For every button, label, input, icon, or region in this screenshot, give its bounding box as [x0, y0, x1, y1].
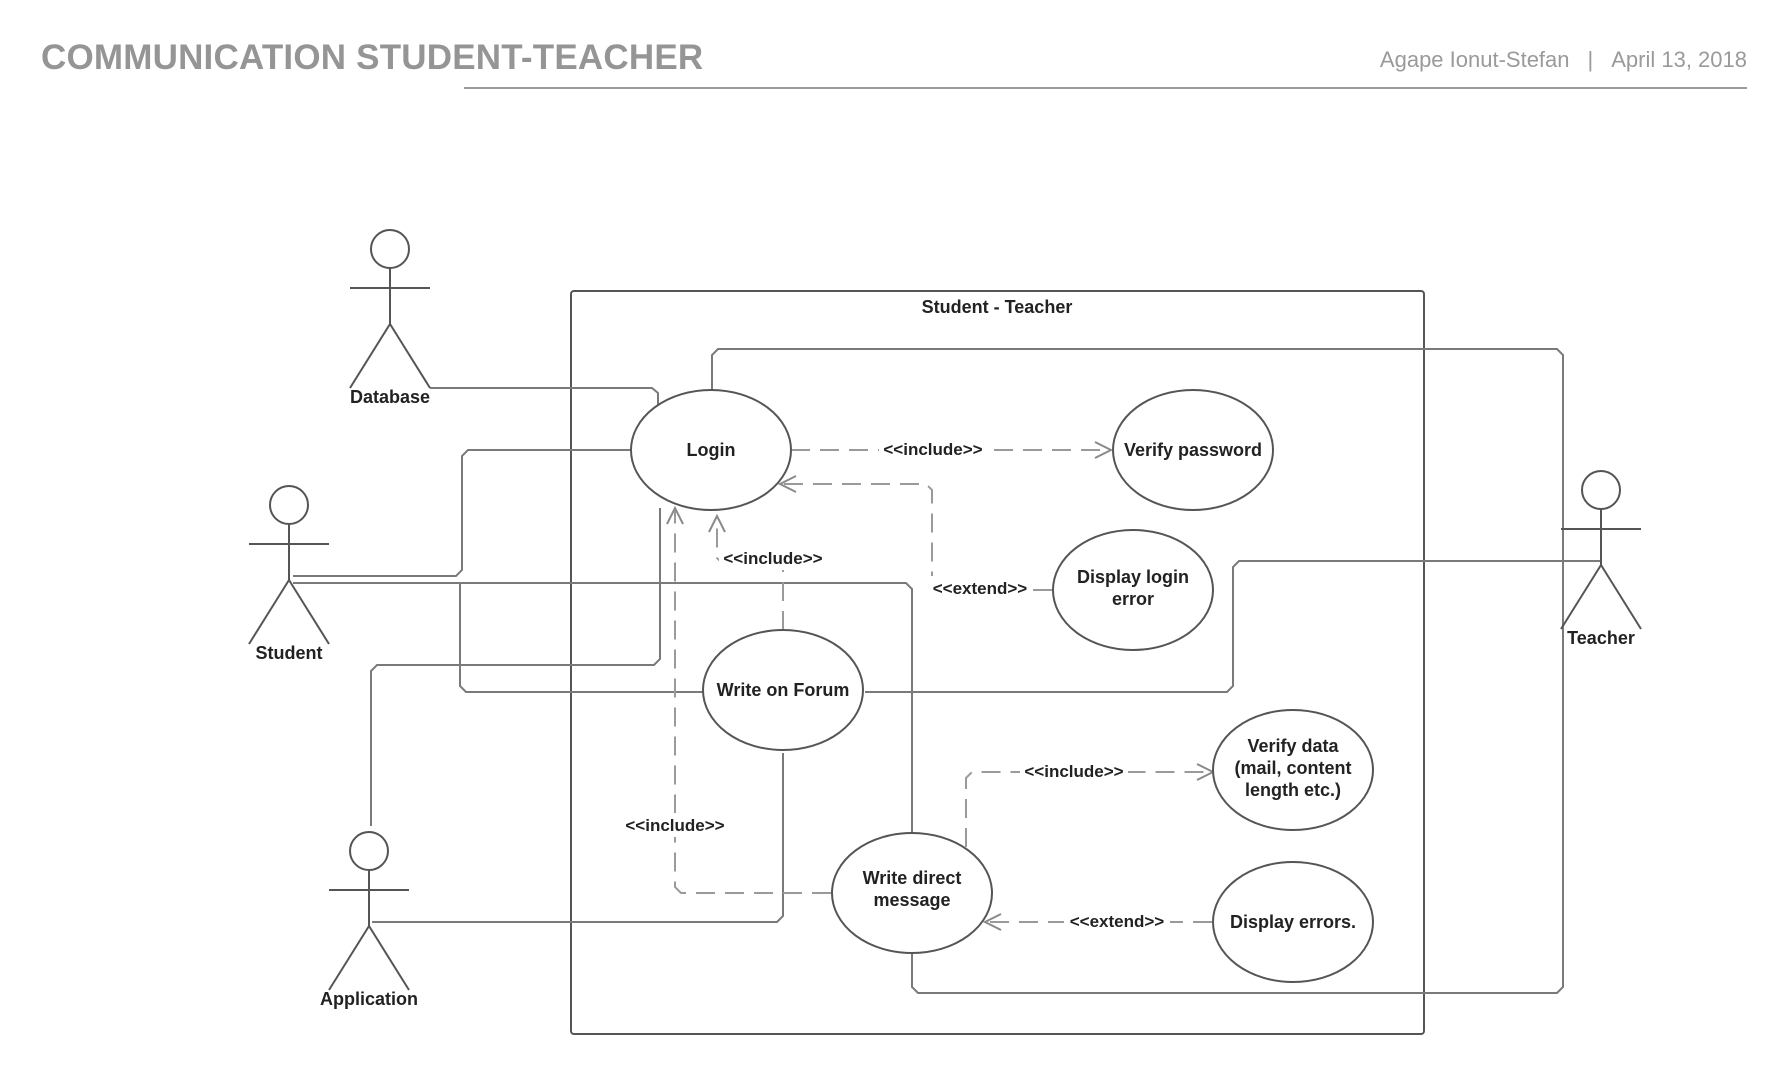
actor-teacher[interactable]: Teacher — [1560, 470, 1642, 648]
association-teacher-login — [711, 348, 1564, 994]
use-case-label-line1: Verify data — [1247, 736, 1339, 756]
label-include-login-verify-password: <<include>> — [879, 437, 987, 461]
label-include-write-direct-message-login: <<include>> — [621, 813, 729, 837]
svg-text:<<include>>: <<include>> — [625, 816, 724, 835]
use-case-label: Write on Forum — [717, 680, 850, 700]
use-case-display-errors[interactable]: Display errors. — [1212, 861, 1374, 983]
actor-student[interactable]: Student — [248, 485, 330, 663]
use-case-label-line2: message — [873, 890, 950, 910]
svg-text:Display errors.: Display errors. — [1230, 912, 1356, 932]
include-write-on-forum-login — [717, 516, 784, 630]
use-case-label: Verify password — [1124, 440, 1262, 460]
actor-application[interactable]: Application — [320, 831, 418, 1009]
author-name: Agape Ionut-Stefan — [1379, 47, 1570, 72]
relation-labels: <<include>> <<extend>> <<include>> <<inc… — [621, 437, 1170, 933]
association-student-write-direct-message — [293, 582, 913, 834]
use-case-label-line3: length etc.) — [1245, 780, 1341, 800]
diagram-title: COMMUNICATION STUDENT-TEACHER — [41, 38, 704, 77]
svg-text:<<extend>>: <<extend>> — [1070, 912, 1165, 931]
association-student-login — [293, 449, 631, 577]
svg-text:<<include>>: <<include>> — [883, 440, 982, 459]
actor-head — [269, 485, 309, 525]
use-case-verify-password[interactable]: Verify password — [1112, 389, 1274, 511]
title-underline — [464, 87, 1747, 89]
include-write-direct-message-verify-data — [965, 772, 1213, 847]
actor-label: Teacher — [1567, 628, 1635, 648]
association-teacher-write-on-forum — [865, 560, 1601, 693]
svg-text:<<include>>: <<include>> — [723, 549, 822, 568]
actor-head — [370, 229, 410, 269]
system-boundary-label: Student - Teacher — [922, 297, 1073, 317]
label-include-write-on-forum: <<include>> — [719, 546, 827, 570]
use-case-login[interactable]: Login — [630, 389, 792, 511]
extend-display-login-error-login — [780, 484, 1052, 591]
label-extend-display-login-error: <<extend>> — [927, 576, 1033, 600]
actor-database[interactable]: Database — [349, 229, 431, 407]
association-database-login — [430, 387, 659, 405]
use-case-label-line2: error — [1112, 589, 1154, 609]
use-case-label: Login — [687, 440, 736, 460]
svg-text:Login: Login — [687, 440, 736, 460]
use-case-label-line1: Write direct — [863, 868, 962, 888]
svg-text:<<include>>: <<include>> — [1024, 762, 1123, 781]
association-student-write-on-forum — [459, 583, 704, 693]
actor-label: Application — [320, 989, 418, 1009]
svg-text:Write on Forum: Write on Forum — [717, 680, 850, 700]
association-application-login — [370, 508, 661, 826]
system-boundary: Student - Teacher — [570, 290, 1425, 1035]
use-case-label: Display errors. — [1230, 912, 1356, 932]
use-case-label-line2: (mail, content — [1234, 758, 1351, 778]
actor-head — [349, 831, 389, 871]
svg-text:<<extend>>: <<extend>> — [933, 579, 1028, 598]
meta-separator: | — [1587, 47, 1594, 72]
diagram-meta: Agape Ionut-Stefan | April 13, 2018 — [1380, 47, 1747, 73]
actor-head — [1581, 470, 1621, 510]
use-case-label-line1: Display login — [1077, 567, 1189, 587]
label-extend-display-errors: <<extend>> — [1064, 909, 1170, 933]
association-application-write-on-forum — [372, 753, 784, 923]
actor-label: Student — [256, 643, 323, 663]
svg-text:Verify password: Verify password — [1124, 440, 1262, 460]
actor-label: Database — [350, 387, 430, 407]
use-case-write-on-forum[interactable]: Write on Forum — [702, 629, 864, 751]
diagram-date: April 13, 2018 — [1611, 47, 1747, 72]
include-write-direct-message-login — [675, 508, 831, 894]
label-include-verify-data: <<include>> — [1020, 759, 1128, 783]
